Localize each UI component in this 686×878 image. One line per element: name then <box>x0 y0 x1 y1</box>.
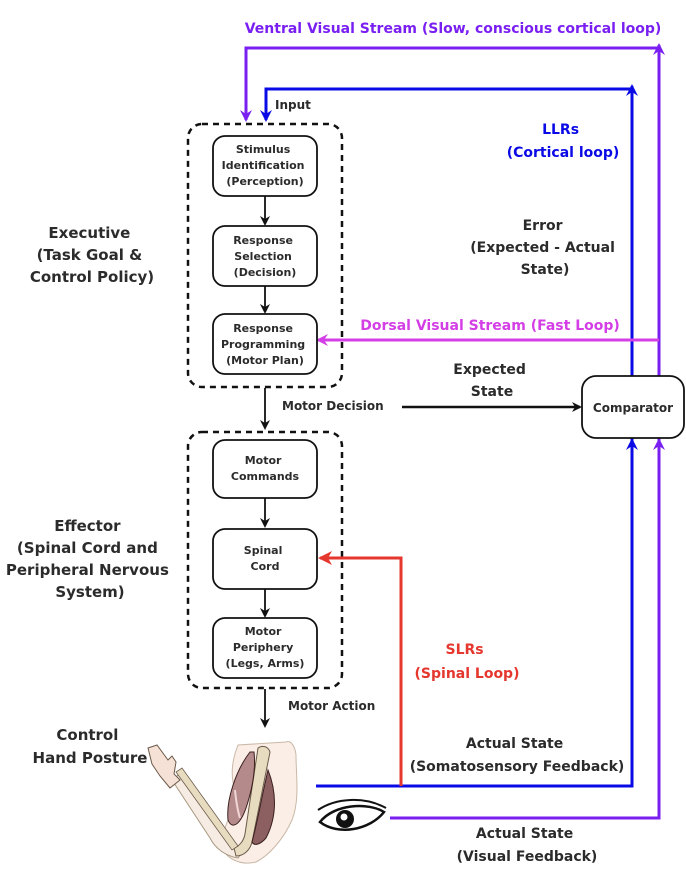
motor-action-label: Motor Action <box>288 699 375 713</box>
eye-icon <box>317 798 387 831</box>
actual-somatosensory-label: Actual State (Somatosensory Feedback) <box>410 736 625 775</box>
motor-decision-label: Motor Decision <box>282 399 384 413</box>
svg-text:Motor Periphery (L: Motor Periphery (Legs, Arms) <box>226 625 305 670</box>
spinal-cord-box: Spinal Cord <box>212 528 318 590</box>
cortical-loop-top-line <box>260 87 632 122</box>
executive-group <box>186 122 344 389</box>
executive-title: Executive (Task Goal & Control Policy) <box>30 224 154 286</box>
svg-text:Stimulus Identification: Stimulus Identification (Perception) <box>222 143 309 188</box>
response-programming-box: Response Programming (Motor Plan) <box>212 313 318 375</box>
slrs-label: SLRs (Spinal Loop) <box>415 642 520 682</box>
ventral-stream-label: Ventral Visual Stream (Slow, conscious c… <box>245 21 662 37</box>
stimulus-identification-box: Stimulus Identification (Perception) <box>212 135 318 197</box>
input-label: Input <box>275 98 311 112</box>
ventral-loop-top-line <box>240 46 659 122</box>
svg-text:Comparator: Comparator <box>593 401 673 415</box>
error-label: Error (Expected - Actual State) <box>470 218 620 278</box>
arm-icon <box>147 741 298 864</box>
svg-text:Response Programming: Response Programming (Motor Plan) <box>221 322 309 367</box>
svg-text:Spinal Cord: Spinal Cord <box>244 544 286 573</box>
effector-title: Effector (Spinal Cord and Peripheral Ner… <box>6 517 174 601</box>
response-selection-box: Response Selection (Decision) <box>212 225 318 287</box>
svg-text:Response Selection: Response Selection (Decision) <box>233 234 297 279</box>
actual-visual-label: Actual State (Visual Feedback) <box>457 826 598 865</box>
comparator-box: Comparator <box>581 375 685 439</box>
spinal-loop-line <box>318 551 403 786</box>
svg-text:Motor Commands: Motor Commands <box>231 454 300 483</box>
motor-commands-box: Motor Commands <box>212 439 318 499</box>
dorsal-stream-label: Dorsal Visual Stream (Fast Loop) <box>360 318 620 334</box>
motor-periphery-box: Motor Periphery (Legs, Arms) <box>212 617 318 679</box>
control-hand-posture-label: Control Hand Posture <box>33 726 148 767</box>
llrs-label: LLRs (Cortical loop) <box>507 122 620 161</box>
expected-state-label: Expected State <box>453 362 531 400</box>
